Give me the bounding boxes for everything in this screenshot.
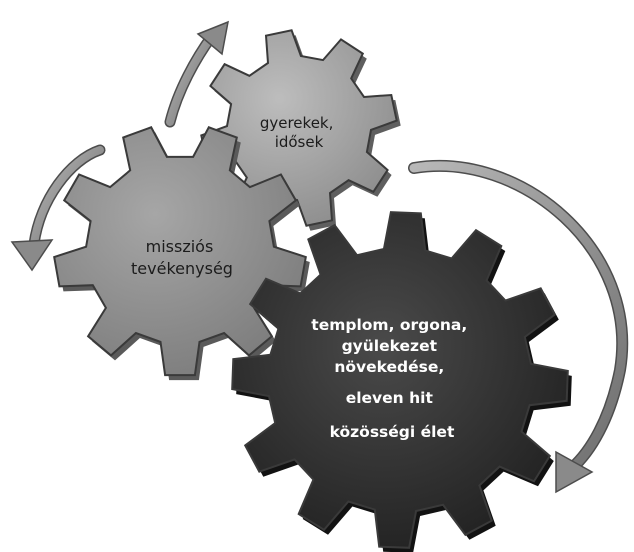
- gear-church-line-4: eleven hit: [346, 389, 434, 407]
- gear-church-line-1: templom, orgona,: [311, 316, 467, 334]
- gear-church-line-5: közösségi élet: [330, 423, 455, 441]
- gear-church-label: templom, orgona, gyülekezet növekedése, …: [311, 316, 472, 441]
- gear-mission-body: [53, 126, 307, 377]
- arrow-left-cycle: [10, 144, 106, 272]
- gear-church-line-2: gyülekezet: [342, 337, 438, 355]
- gear-mission-line-1: missziós: [146, 237, 214, 256]
- gear-kids-label: gyerekek, idősek: [260, 114, 338, 151]
- arrow-right-cycle: [408, 160, 628, 494]
- gear-kids-line-1: gyerekek,: [260, 114, 334, 132]
- gear-church: [231, 211, 572, 552]
- gear-mission-line-2: tevékenység: [131, 259, 233, 278]
- gear-church-body: [231, 211, 569, 549]
- gear-mission-label: missziós tevékenység: [131, 237, 233, 278]
- gear-mission: [53, 126, 310, 381]
- gear-church-line-3: növekedése,: [334, 358, 444, 376]
- gear-kids-elderly: [200, 29, 401, 231]
- arrow-top-cycle: [164, 20, 229, 128]
- gear-kids-line-2: idősek: [275, 133, 324, 151]
